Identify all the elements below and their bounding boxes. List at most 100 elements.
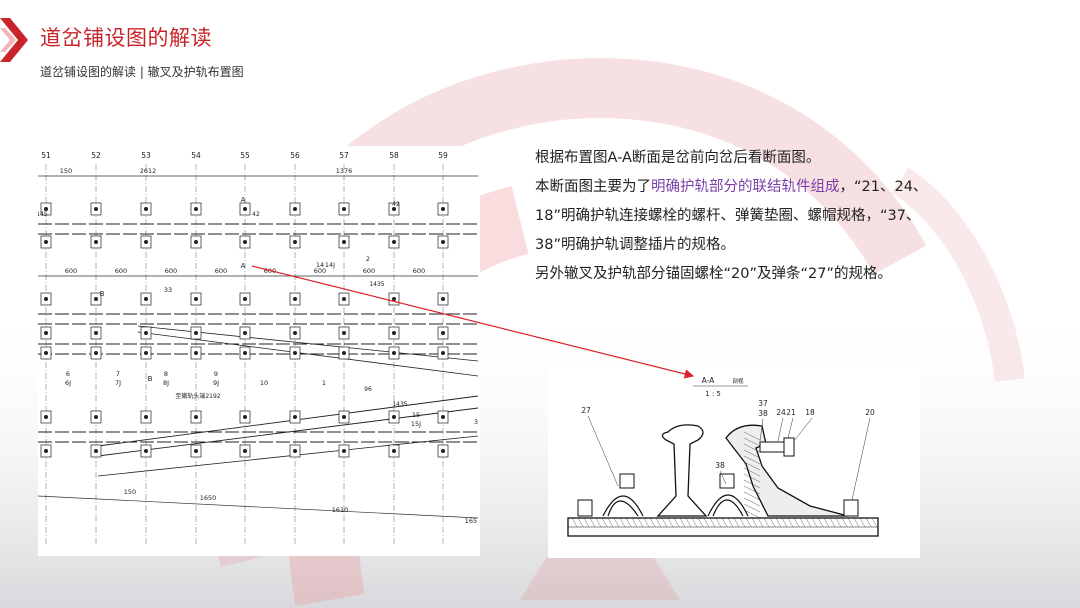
hatch-line [721, 517, 728, 528]
callout-38: 38 [758, 409, 768, 418]
diverging-rail [97, 395, 479, 447]
vdim-label: 96 [364, 386, 372, 393]
part-label-6J: 6J [65, 379, 71, 387]
bolt-mark [94, 351, 98, 355]
bolt-mark [144, 351, 148, 355]
hatch-line [595, 517, 602, 528]
bolt-mark [243, 449, 247, 453]
part-label-15J: 15J [411, 420, 421, 428]
hatch-line [853, 517, 860, 528]
hatch-line [763, 517, 770, 528]
dimension-line [38, 495, 479, 519]
hatch-line [743, 461, 761, 471]
hatch-line [619, 517, 626, 528]
nut [719, 473, 735, 489]
hatch-line [691, 517, 698, 528]
breadcrumb: 道岔铺设图的解读 | 辙叉及护轨布置图 [40, 65, 244, 79]
spacing-label: 600 [65, 267, 77, 275]
bolt-mark [441, 297, 445, 301]
bolt-mark [243, 331, 247, 335]
bolt-mark [243, 207, 247, 211]
hatch-line [607, 517, 614, 528]
bolt-mark [441, 240, 445, 244]
leader-line [759, 418, 764, 442]
bolt-mark [392, 415, 396, 419]
bolt-mark [44, 351, 48, 355]
hatch-line [601, 517, 608, 528]
bolt-mark [194, 207, 198, 211]
part-label-14J: 14J [325, 261, 335, 269]
column-label-54: 54 [191, 151, 201, 160]
column-label-58: 58 [389, 151, 399, 160]
bolt-mark [342, 207, 346, 211]
bottom-dim-label: 1610 [332, 506, 349, 514]
elastic-clip [602, 495, 644, 517]
bolt-mark [293, 449, 297, 453]
bolt-mark [44, 297, 48, 301]
bolt-mark [44, 415, 48, 419]
hatch-line [739, 517, 746, 528]
spacing-label: 600 [115, 267, 127, 275]
hatch-line [715, 517, 722, 528]
hatch-line [649, 517, 656, 528]
bolt-mark [194, 240, 198, 244]
bolt-mark [144, 415, 148, 419]
bolt-mark [293, 331, 297, 335]
bolt-mark [144, 207, 148, 211]
hatch-line [743, 443, 761, 453]
hatch-line [781, 517, 788, 528]
hatch-line [743, 509, 761, 519]
nut [619, 473, 635, 489]
bottom-dim-label: 1650 [200, 494, 217, 502]
bolt-mark [441, 331, 445, 335]
bolt-mark [392, 449, 396, 453]
bolt-mark [94, 297, 98, 301]
hatch-line [743, 449, 761, 459]
callout-37: 37 [758, 399, 768, 408]
section-mark-a: A [241, 196, 246, 204]
bolt-mark [44, 449, 48, 453]
spacing-label: 600 [165, 267, 177, 275]
bolt-mark [342, 449, 346, 453]
page-title: 道岔铺设图的解读 [40, 26, 212, 50]
callout-27: 27 [581, 406, 591, 415]
part-label-14: 14 [316, 261, 324, 269]
bolt-mark [392, 207, 396, 211]
bolt-mark [293, 207, 297, 211]
column-label-53: 53 [141, 151, 151, 160]
vdim-label: 42 [252, 211, 260, 218]
hatch-line [697, 517, 704, 528]
hatch-line [769, 517, 776, 528]
hatch-line [743, 485, 761, 495]
hatch-line [799, 517, 806, 528]
column-label-52: 52 [91, 151, 101, 160]
bolt-mark [94, 240, 98, 244]
bolt-mark [94, 331, 98, 335]
diverging-rail [97, 407, 479, 457]
hatch-line [703, 517, 710, 528]
bolt-mark [392, 240, 396, 244]
hatch-line [829, 517, 836, 528]
hatch-line [667, 517, 674, 528]
part-label-7: 7 [116, 370, 120, 378]
bolt-mark [243, 240, 247, 244]
bolt-mark [441, 351, 445, 355]
hatch-line [811, 517, 818, 528]
hatch-line [743, 503, 761, 513]
part-label-3: 3 [474, 418, 478, 426]
hatch-line [655, 517, 662, 528]
hatch-line [643, 517, 650, 528]
callout-24: 24 [776, 408, 786, 417]
bolt-mark [293, 351, 297, 355]
anchor-bolt [843, 499, 859, 517]
diverging-rail [137, 325, 479, 362]
hatch-line [743, 491, 761, 501]
hatch-line [583, 517, 590, 528]
bolt-mark [94, 415, 98, 419]
part-label-1: 1 [322, 379, 326, 387]
hatch-line [745, 517, 752, 528]
dim-label: 150 [60, 167, 72, 175]
hatch-line [637, 517, 644, 528]
column-label-59: 59 [438, 151, 448, 160]
